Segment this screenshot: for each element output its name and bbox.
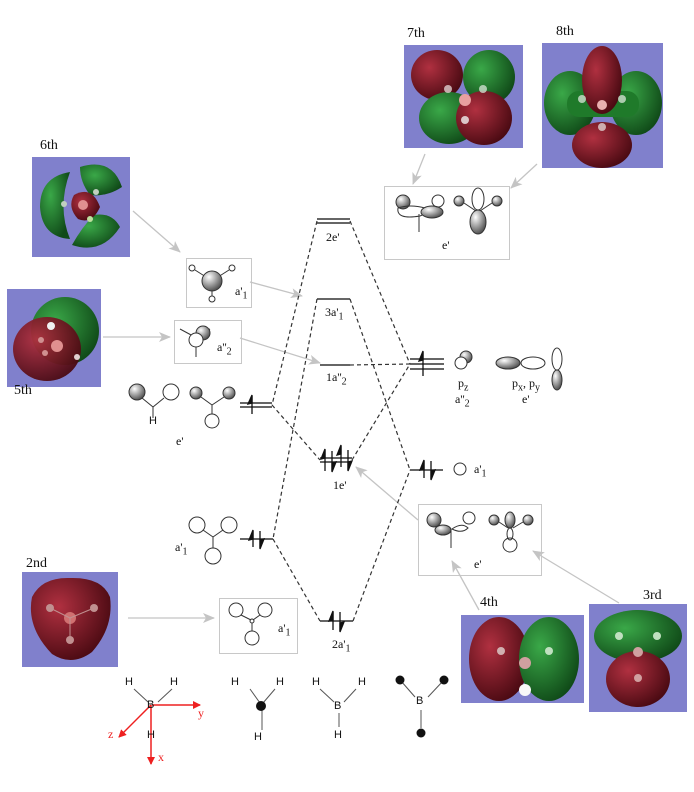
sym-sub: 1 bbox=[285, 627, 291, 639]
sym-text: a' bbox=[175, 540, 183, 554]
panel-label-7th: 7th bbox=[407, 26, 425, 41]
axis-x-label: x bbox=[158, 750, 164, 764]
arrow-4th-to-e bbox=[451, 560, 480, 611]
sym-text: a'' bbox=[455, 392, 465, 406]
orbital-panel-5th bbox=[7, 289, 101, 387]
sym-sep: , bbox=[523, 376, 529, 390]
sym-sub: 1 bbox=[338, 311, 344, 323]
sym-sub: 1 bbox=[481, 468, 487, 480]
struct1-h1: H bbox=[125, 676, 133, 688]
b-pz-label: pz bbox=[458, 376, 468, 393]
b-s-sym: a'1 bbox=[474, 462, 487, 479]
struct1-h3: H bbox=[147, 729, 155, 741]
panel-label-2nd: 2nd bbox=[26, 556, 47, 571]
panel-label-4th: 4th bbox=[480, 595, 498, 610]
arrow-a2-to-1a2 bbox=[239, 337, 321, 365]
sym-sub: x bbox=[518, 382, 523, 394]
arrow-8th-to-e bbox=[510, 163, 538, 189]
fragment-e-right-label: e' bbox=[474, 557, 482, 571]
boron-dot bbox=[256, 701, 266, 711]
orbital-3rd-render bbox=[594, 610, 682, 707]
sym-text: p bbox=[512, 376, 518, 390]
sym-text: p bbox=[529, 376, 535, 390]
mo-label-1a2: 1a''2 bbox=[326, 370, 347, 387]
struct2-h3: H bbox=[254, 731, 262, 743]
struct3-b: B bbox=[334, 700, 342, 712]
orbital-6th-render bbox=[40, 164, 122, 248]
orbital-panel-3rd bbox=[589, 604, 687, 712]
sym-text: 1a'' bbox=[326, 370, 342, 384]
orbital-4th-render bbox=[469, 617, 579, 701]
struct4-b: B bbox=[416, 695, 424, 707]
sym-sub: 2 bbox=[226, 346, 232, 358]
axis-y-label: y bbox=[198, 706, 204, 720]
struct3-h3: H bbox=[334, 729, 342, 741]
orbital-panel-4th bbox=[461, 615, 584, 703]
orbital-8th-render bbox=[544, 46, 662, 168]
arrow-a1-to-3a1 bbox=[249, 281, 303, 298]
fragment-top-e-label: e' bbox=[442, 238, 450, 252]
sym-text: 3a' bbox=[325, 305, 339, 319]
orbital-5th-render bbox=[13, 297, 99, 381]
panel-label-3rd: 3rd bbox=[643, 588, 662, 603]
mo-label-2a1: 2a'1 bbox=[332, 637, 351, 654]
sym-sub: 1 bbox=[242, 290, 248, 302]
sym-sub: 2 bbox=[341, 376, 347, 388]
struct1-b: B bbox=[147, 699, 155, 711]
orbital-panel-2nd bbox=[22, 572, 118, 667]
sym-text: a' bbox=[474, 462, 482, 476]
sym-sub: 2 bbox=[464, 398, 470, 410]
h3-a1-label: a'1 bbox=[175, 540, 188, 557]
h3-e-h-label: H bbox=[149, 415, 157, 427]
orbital-panel-8th bbox=[542, 43, 663, 168]
mo-label-1e: 1e' bbox=[333, 478, 347, 492]
struct3-h1: H bbox=[312, 676, 320, 688]
arrow-e-to-1e bbox=[355, 466, 419, 521]
panel-label-5th: 5th bbox=[14, 383, 32, 398]
sym-sub: 1 bbox=[182, 546, 188, 558]
struct2-h2: H bbox=[276, 676, 284, 688]
fragment-a1-mid-label: a'1 bbox=[235, 284, 248, 301]
fragment-a2-label: a''2 bbox=[217, 340, 232, 357]
h3-e-label: e' bbox=[176, 434, 184, 448]
orbital-panel-6th bbox=[32, 157, 130, 257]
b-pxpy-sym: e' bbox=[522, 392, 530, 406]
mo-label-3a1: 3a'1 bbox=[325, 305, 344, 322]
sym-sub: z bbox=[464, 382, 469, 394]
sym-text: a' bbox=[278, 621, 286, 635]
panel-label-8th: 8th bbox=[556, 24, 574, 39]
b-pxpy-label: px, py bbox=[512, 376, 540, 393]
sym-sub: y bbox=[535, 382, 540, 394]
b-pz-sym: a''2 bbox=[455, 392, 470, 409]
fragment-box-a2 bbox=[174, 320, 242, 364]
sym-text: p bbox=[458, 376, 464, 390]
panel-label-6th: 6th bbox=[40, 138, 58, 153]
struct3-h2: H bbox=[358, 676, 366, 688]
orbital-2nd-render bbox=[30, 577, 111, 661]
sym-sub: 1 bbox=[345, 643, 351, 655]
axis-z-label: z bbox=[108, 727, 114, 741]
mo-label-2e: 2e' bbox=[326, 230, 340, 244]
arrow-6th-to-a1 bbox=[132, 210, 181, 253]
orbital-panel-7th bbox=[404, 45, 523, 148]
sym-text: 2a' bbox=[332, 637, 346, 651]
orbital-7th-render bbox=[411, 50, 515, 145]
axis-z bbox=[118, 704, 152, 738]
struct1-h2: H bbox=[170, 676, 178, 688]
arrow-7th-to-e bbox=[412, 153, 426, 185]
sym-text: a'' bbox=[217, 340, 227, 354]
fragment-a1-low-label: a'1 bbox=[278, 621, 291, 638]
arrow-3rd-to-e bbox=[532, 550, 620, 604]
struct2-h1: H bbox=[231, 676, 239, 688]
sym-text: a' bbox=[235, 284, 243, 298]
